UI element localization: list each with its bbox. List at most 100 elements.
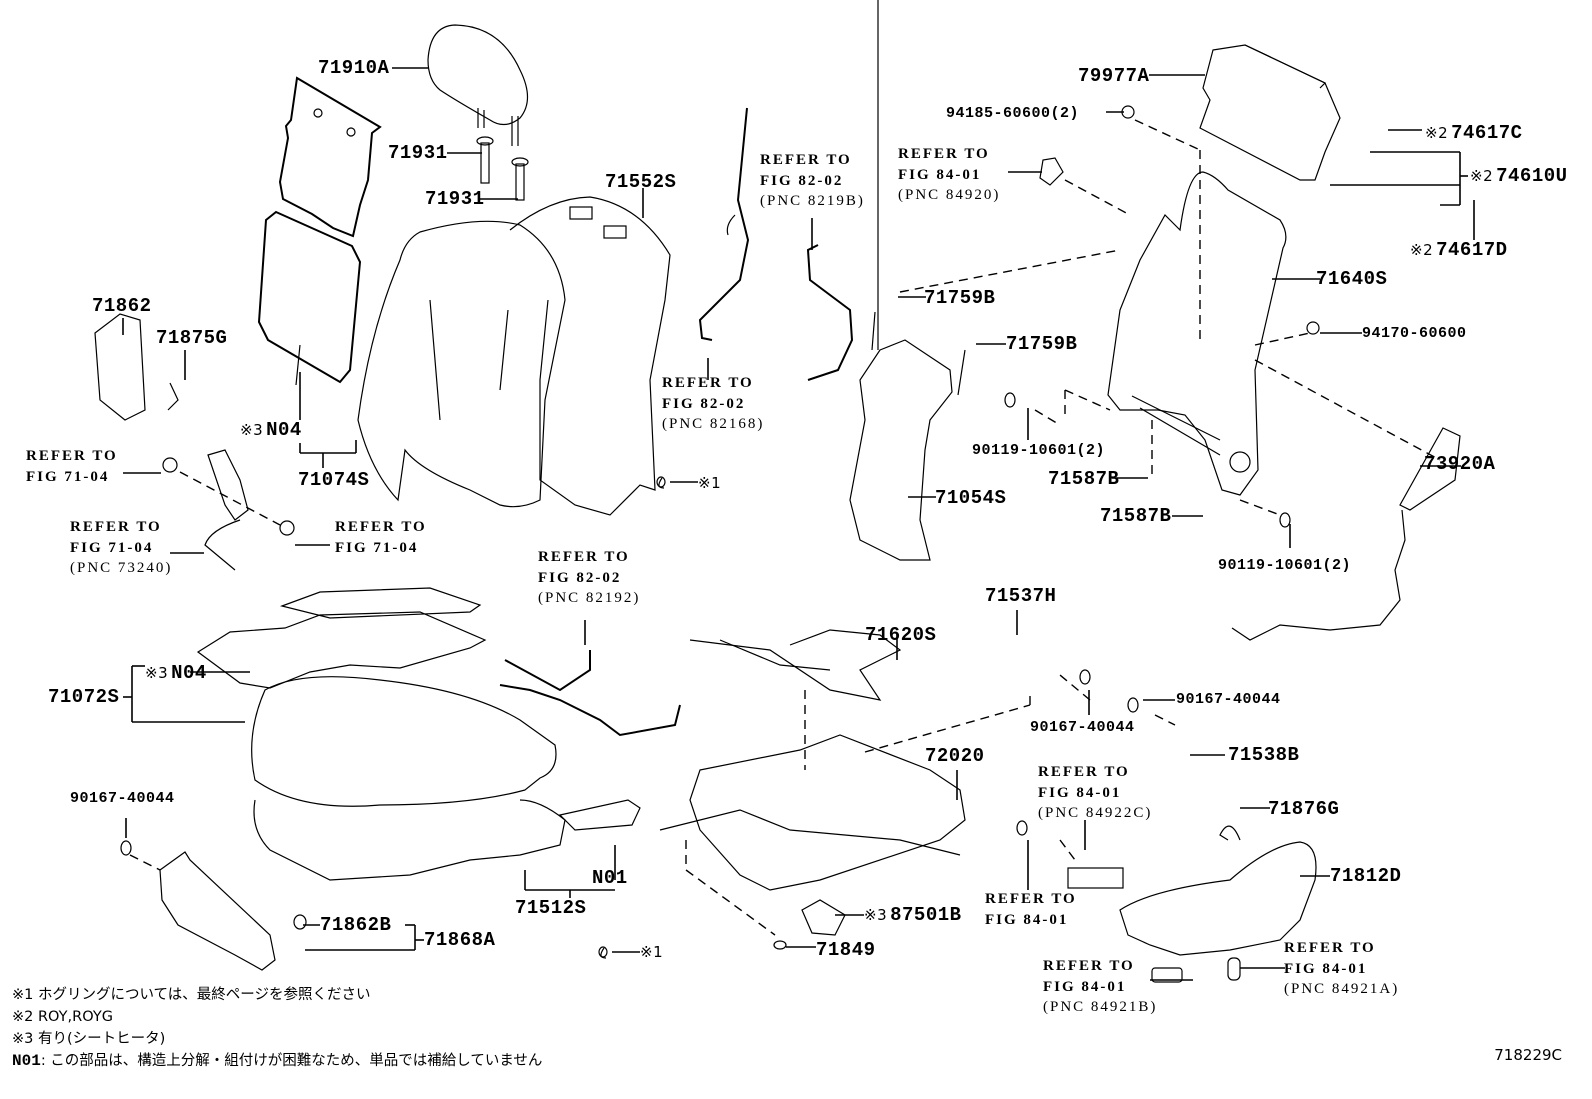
footnote-n01: N01: この部品は、構造上分解・組付けが困難なため、単品では補給していません (12, 1050, 542, 1072)
part-number: 74610U (1496, 165, 1568, 187)
part-label-90119-10601[interactable]: 90119-10601(2) (972, 442, 1106, 459)
figure-id: 718229C (1494, 1046, 1562, 1064)
part-label-71620S[interactable]: 71620S (865, 624, 937, 646)
part-label-71640S[interactable]: 71640S (1316, 268, 1388, 290)
note-mark-2: ※2 (1470, 167, 1494, 185)
part-label-71931[interactable]: 71931 (388, 142, 448, 164)
ref-line: FIG 71-04 (335, 539, 419, 556)
part-label-71759B[interactable]: 71759B (1006, 333, 1078, 355)
part-label-71552S[interactable]: 71552S (605, 171, 677, 193)
part-label-71587B[interactable]: 71587B (1048, 468, 1120, 490)
ref-line: FIG 84-01 (898, 166, 982, 183)
part-label-71931[interactable]: 71931 (425, 188, 485, 210)
ref-line: REFER TO (662, 375, 754, 391)
seatback-board-part (257, 76, 382, 386)
refer-to-fig-84-01[interactable]: REFER TO FIG 84-01 (985, 889, 1077, 930)
part-label-90167-40044[interactable]: 90167-40044 (1176, 691, 1281, 708)
part-label-90119-10601[interactable]: 90119-10601(2) (1218, 557, 1352, 574)
part-label-71862B[interactable]: 71862B (320, 914, 392, 936)
part-label-71759B[interactable]: 71759B (924, 287, 996, 309)
headrest-guide-parts (476, 136, 529, 201)
note-mark-3: ※3 (240, 421, 264, 439)
footnote-text: : この部品は、構造上分解・組付けが困難なため、単品では補給していません (40, 1053, 543, 1069)
ref-line: REFER TO (760, 152, 852, 168)
ref-line: REFER TO (26, 448, 118, 464)
ref-line: REFER TO (1043, 958, 1135, 974)
ref-pnc: (PNC 84921A) (1284, 981, 1400, 997)
ref-pnc: (PNC 8219B) (760, 193, 865, 209)
part-label-71537H[interactable]: 71537H (985, 585, 1057, 607)
ref-pnc: (PNC 84922C) (1038, 805, 1153, 821)
footnote-code: N01 (12, 1052, 41, 1070)
ref-line: REFER TO (1038, 764, 1130, 780)
side-airbag-part (1231, 427, 1461, 641)
refer-to-fig-84-01-pnc-84920[interactable]: REFER TO FIG 84-01 (PNC 84920) (898, 144, 1000, 206)
ref-line: REFER TO (985, 891, 1077, 907)
part-label-71512S[interactable]: 71512S (515, 897, 587, 919)
seat-sensor-part (801, 899, 846, 936)
part-label-71868A[interactable]: 71868A (424, 929, 496, 951)
part-label-71875G[interactable]: 71875G (156, 327, 228, 349)
part-label-71812D[interactable]: 71812D (1330, 865, 1402, 887)
ref-line: FIG 82-02 (538, 569, 622, 586)
part-label-94170-60600[interactable]: 94170-60600 (1362, 325, 1467, 342)
part-label-90167-40044[interactable]: 90167-40044 (1030, 719, 1135, 736)
part-number: 87501B (890, 904, 962, 926)
part-label-71876G[interactable]: 71876G (1268, 798, 1340, 820)
part-label-71074S[interactable]: 71074S (298, 469, 370, 491)
ref-line: REFER TO (898, 146, 990, 162)
ref-pnc: (PNC 82168) (662, 416, 765, 432)
part-label-71862[interactable]: 71862 (92, 295, 152, 317)
headrest-part (427, 24, 529, 146)
seat-switch-part (1067, 867, 1124, 889)
note-mark-3: ※3 (864, 906, 888, 924)
ref-line: FIG 71-04 (26, 468, 110, 485)
ref-line: REFER TO (1284, 940, 1376, 956)
ref-line: FIG 71-04 (70, 539, 154, 556)
seatback-frame-part (1107, 171, 1287, 496)
part-label-79977A[interactable]: 79977A (1078, 65, 1150, 87)
part-label-71587B[interactable]: 71587B (1100, 505, 1172, 527)
part-label-72020[interactable]: 72020 (925, 745, 985, 767)
part-label-71849[interactable]: 71849 (816, 939, 876, 961)
part-number: 74617D (1436, 239, 1508, 261)
part-label-71910A[interactable]: 71910A (318, 57, 390, 79)
part-label-73920A[interactable]: 73920A (1424, 453, 1496, 475)
assembly-dash-lines (129, 119, 1441, 936)
ref-pnc: (PNC 84921B) (1043, 999, 1158, 1015)
part-label-90167-40044[interactable]: 90167-40044 (70, 790, 175, 807)
part-number: N04 (266, 419, 302, 441)
note-mark-2: ※2 (1425, 124, 1449, 142)
seat-heater-mat-part (196, 587, 487, 689)
seat-heater-harness-part (499, 650, 681, 737)
ref-line: FIG 84-01 (985, 911, 1069, 928)
part-label-71054S[interactable]: 71054S (935, 487, 1007, 509)
front-cover-part (159, 851, 276, 971)
seat-trim-part (558, 799, 641, 831)
part-label-94185-60600[interactable]: 94185-60600(2) (946, 105, 1080, 122)
hog-ring-icons (600, 477, 665, 959)
part-label-71072S[interactable]: 71072S (48, 686, 120, 708)
side-shield-part (1119, 841, 1317, 956)
refer-to-fig-71-04[interactable]: REFER TO FIG 71-04 (26, 446, 118, 487)
switch-knob-parts (1151, 957, 1241, 983)
part-label-71538B[interactable]: 71538B (1228, 744, 1300, 766)
ref-pnc: (PNC 73240) (70, 560, 173, 576)
part-label-N01[interactable]: N01 (592, 867, 628, 889)
ref-pnc: (PNC 84920) (898, 187, 1001, 203)
footnote-1: ※1 ホグリングについては、最終ページを参照ください (12, 987, 371, 1003)
